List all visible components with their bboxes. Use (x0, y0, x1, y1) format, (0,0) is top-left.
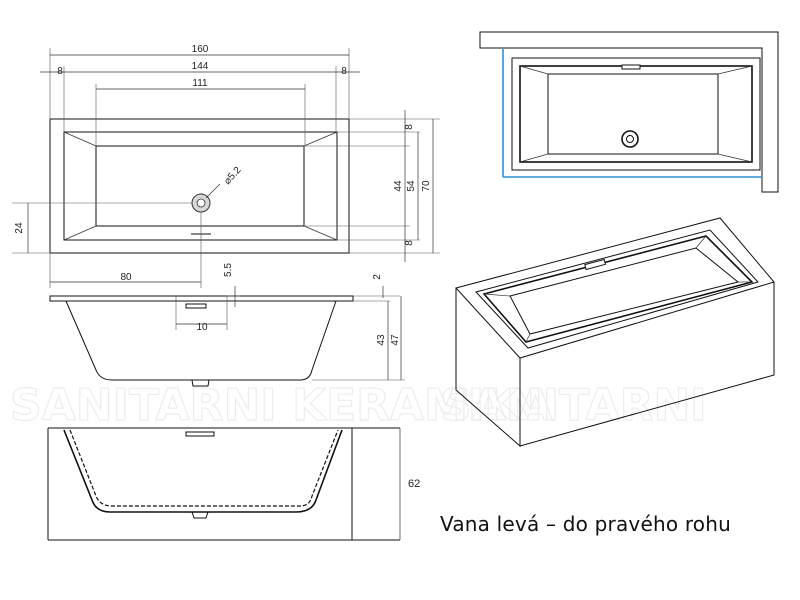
tub-opening (63, 131, 338, 241)
drain-icon (621, 130, 639, 148)
dim-inner-depth: 44 (393, 180, 404, 192)
dim-overall-depth: 70 (421, 180, 432, 192)
dim-rim-top: 8 (404, 124, 415, 130)
dim-rim-right: 8 (341, 66, 347, 77)
dim-drain-diameter: ⌀5.2 (222, 165, 244, 187)
dim-rim-bottom: 8 (404, 240, 415, 246)
dim-overflow-offset: 5.5 (223, 263, 234, 277)
dim-inner-height: 43 (376, 334, 387, 346)
front-view: 62 (47, 427, 420, 541)
dim-inner-width: 144 (192, 61, 209, 72)
dim-bottom-width: 111 (192, 78, 208, 89)
corner-plan-view (479, 31, 779, 193)
dim-inner-length: 54 (406, 180, 417, 192)
side-view: 10 5.5 2 43 47 (49, 263, 405, 387)
caption-text: Vana levá – do pravého rohu (440, 512, 731, 536)
hidden-tub-outline (69, 429, 339, 507)
dim-overall-height: 47 (390, 334, 401, 346)
iso-front-face (519, 282, 775, 447)
dim-drain-height: 24 (14, 222, 25, 234)
isometric-view (455, 217, 775, 448)
dim-rim-thickness: 2 (372, 274, 383, 280)
dim-overflow-width: 10 (196, 322, 208, 333)
svg-text:SANITARNI: SANITARNI (440, 380, 707, 431)
svg-text:SANITARNI KERAMIKA: SANITARNI KERAMIKA (10, 380, 552, 431)
rim-profile (49, 295, 354, 302)
top-view: 160 144 8 8 111 80 ⌀5.2 24 8 44 (12, 44, 440, 288)
iso-rim-opening (475, 229, 759, 349)
watermark: SANITARNI KERAMIKA SANITARNI (9, 379, 707, 431)
tub-outline-top (49, 118, 350, 254)
corner-tub-outline (511, 57, 761, 171)
dim-rim-left: 8 (57, 66, 63, 77)
tub-profile (65, 300, 337, 381)
dim-panel-height: 62 (408, 478, 420, 490)
corner-wall (479, 31, 779, 193)
tub-outline-front (63, 429, 343, 513)
dim-overall-width: 160 (192, 44, 209, 55)
tub-bottom (95, 145, 305, 227)
dim-drain-offset: 80 (120, 272, 132, 283)
